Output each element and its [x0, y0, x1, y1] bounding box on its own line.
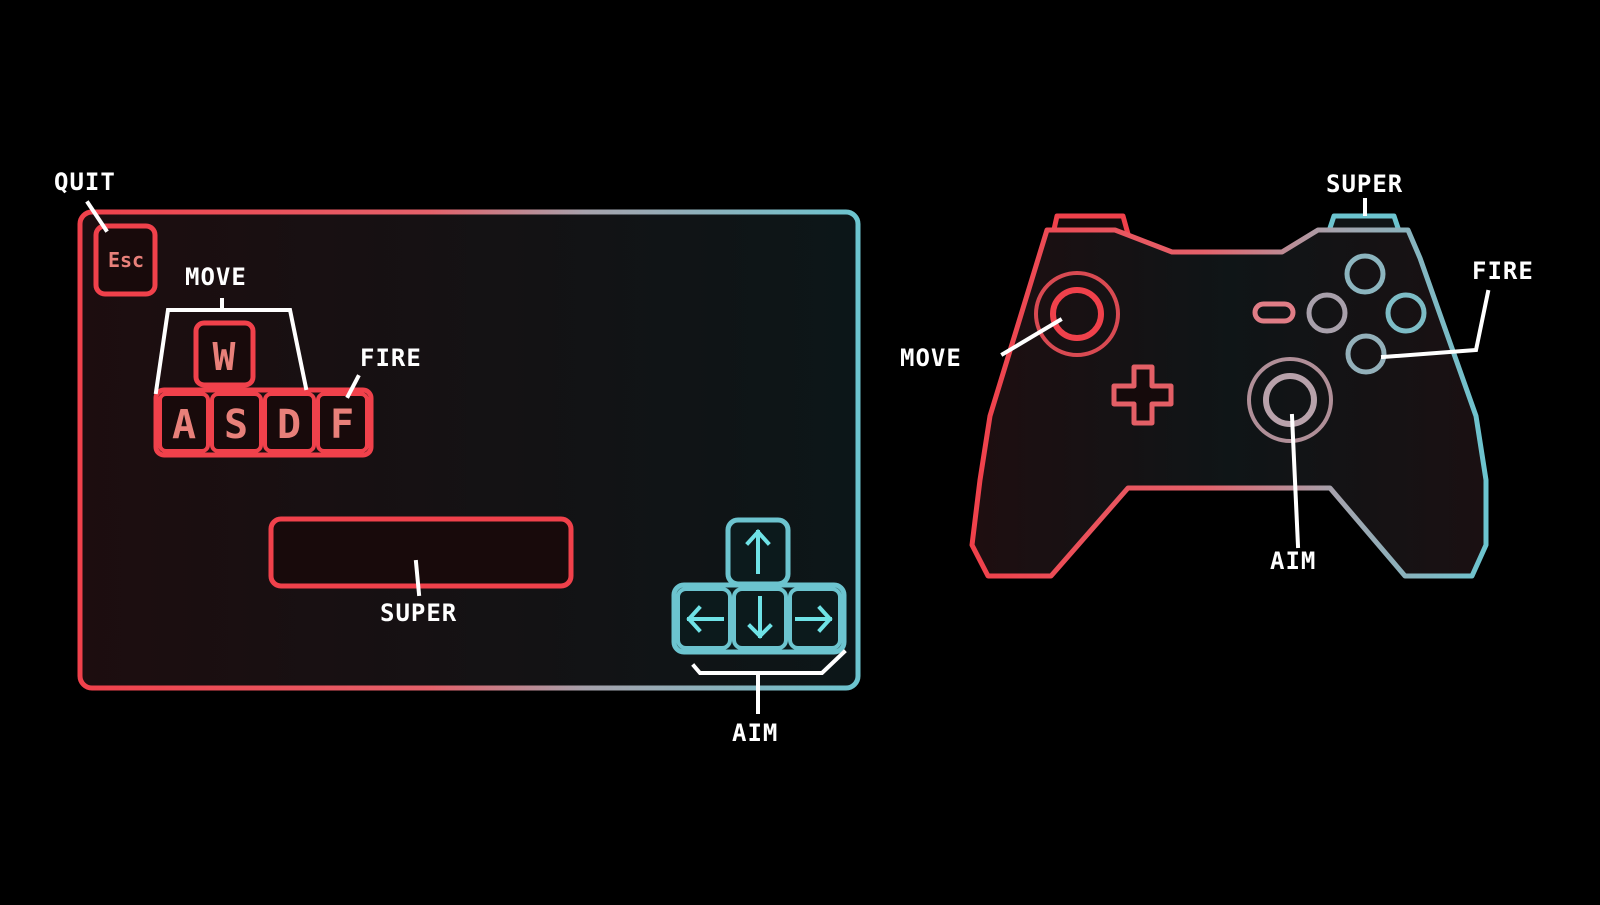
fire-callout-line: [345, 374, 361, 399]
left-stick-icon[interactable]: [1034, 271, 1120, 357]
face-button-left[interactable]: [1306, 292, 1348, 334]
pad-aim-label: AIM: [1270, 547, 1316, 575]
pad-move-callout-line: [1000, 317, 1063, 357]
dpad-icon[interactable]: [1111, 364, 1174, 426]
w-key-label: W: [213, 335, 236, 379]
aim-label: AIM: [732, 719, 778, 747]
pad-aim-callout-line: [1289, 413, 1301, 549]
s-key[interactable]: S: [210, 392, 263, 453]
pad-fire-callout-line: [1380, 289, 1491, 360]
s-key-label: S: [224, 402, 248, 448]
keyboard-panel: Esc W A S D F: [54, 168, 861, 747]
super-callout-line: [413, 559, 422, 597]
select-button-icon[interactable]: [1252, 301, 1296, 324]
space-key[interactable]: [268, 516, 574, 589]
esc-key[interactable]: Esc: [93, 223, 158, 297]
w-key[interactable]: W: [193, 320, 256, 388]
a-key-label: A: [172, 402, 196, 448]
gamepad-panel: SUPER FIRE MOVE AIM: [900, 170, 1534, 579]
esc-key-label: Esc: [108, 248, 144, 272]
face-buttons-icon: [1306, 253, 1427, 375]
d-key-label: D: [277, 402, 301, 448]
move-bracket: [153, 308, 309, 395]
quit-label: QUIT: [54, 168, 116, 196]
f-key[interactable]: F: [316, 392, 369, 453]
down-arrow-key[interactable]: [732, 587, 788, 650]
up-arrow-key[interactable]: [725, 517, 791, 587]
asdf-row-frame: [153, 387, 374, 458]
arrow-keys: [671, 517, 847, 655]
super-label: SUPER: [380, 599, 457, 627]
face-button-bottom[interactable]: [1345, 333, 1387, 375]
right-arrow-icon: [795, 605, 833, 633]
right-arrow-key[interactable]: [788, 587, 842, 650]
pad-super-label: SUPER: [1326, 170, 1403, 198]
right-stick-icon[interactable]: [1247, 357, 1333, 443]
asdf-keys: A S D F: [153, 387, 374, 458]
down-arrow-icon: [747, 596, 773, 639]
fire-label: FIRE: [360, 344, 422, 372]
quit-callout-line: [85, 200, 109, 233]
gamepad-callout-lines: [1000, 198, 1491, 549]
keyboard-callout-lines: [85, 200, 847, 714]
face-button-top[interactable]: [1344, 253, 1386, 295]
move-label: MOVE: [185, 263, 247, 291]
aim-bracket: [691, 649, 847, 675]
pad-move-label: MOVE: [900, 344, 962, 372]
d-key[interactable]: D: [263, 392, 316, 453]
left-arrow-icon: [686, 605, 724, 633]
a-key[interactable]: A: [158, 392, 210, 453]
f-key-label: F: [330, 402, 354, 448]
face-button-right[interactable]: [1385, 292, 1427, 334]
left-arrow-key[interactable]: [676, 587, 732, 650]
up-arrow-icon: [745, 529, 771, 574]
pad-fire-label: FIRE: [1472, 257, 1534, 285]
